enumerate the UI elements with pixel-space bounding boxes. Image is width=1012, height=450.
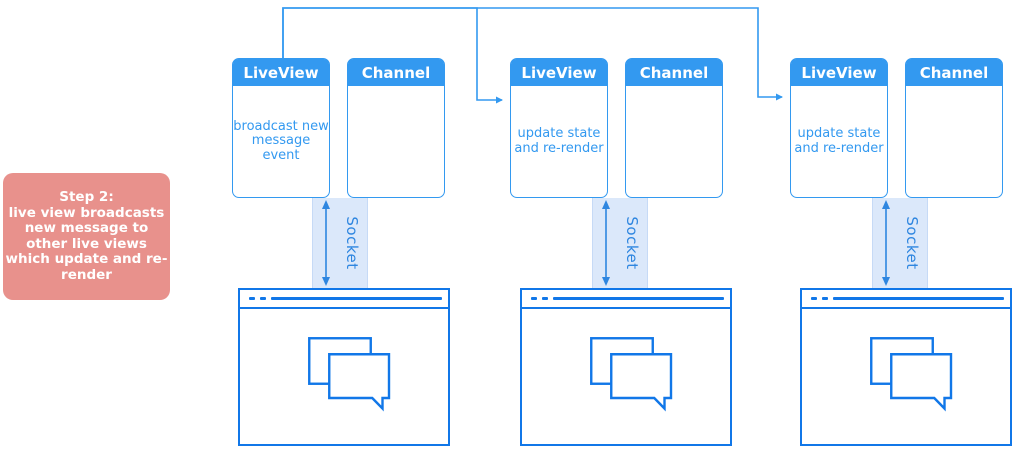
chat-bubbles-icon [590, 337, 673, 412]
socket-label: Socket [623, 216, 641, 270]
channel-box-1: Channel [347, 58, 445, 198]
channel-title: Channel [348, 59, 444, 86]
browser-toolbar [240, 290, 448, 309]
address-bar-line [271, 297, 442, 300]
socket-band-1: Socket [312, 198, 368, 288]
double-arrow-icon [882, 200, 890, 286]
liveview-note: broadcast new message event [233, 118, 329, 163]
liveview-box-1: LiveView broadcast new message event [232, 58, 330, 198]
window-control-dash [531, 297, 537, 300]
channel-box-2: Channel [625, 58, 723, 198]
socket-label: Socket [903, 216, 921, 270]
liveview-title: LiveView [791, 59, 887, 86]
browser-window-3 [800, 288, 1012, 446]
channel-title: Channel [906, 59, 1002, 86]
double-arrow-icon [602, 200, 610, 286]
chat-bubbles-icon [308, 337, 391, 412]
channel-title: Channel [626, 59, 722, 86]
liveview-note: update state and re-render [514, 126, 604, 156]
browser-window-1 [238, 288, 450, 446]
channel-body [626, 86, 722, 197]
liveview-box-2: LiveView update state and re-render [510, 58, 608, 198]
socket-band-2: Socket [592, 198, 648, 288]
window-control-dash [811, 297, 817, 300]
liveview-box-3: LiveView update state and re-render [790, 58, 888, 198]
chat-bubbles-icon [870, 337, 953, 412]
step-note: Step 2: live view broadcasts new message… [3, 173, 170, 300]
liveview-title: LiveView [511, 59, 607, 86]
browser-toolbar [802, 290, 1010, 309]
channel-body [348, 86, 444, 197]
address-bar-line [553, 297, 724, 300]
liveview-note: update state and re-render [794, 126, 884, 156]
window-control-dash [822, 297, 828, 300]
liveview-title: LiveView [233, 59, 329, 86]
double-arrow-icon [322, 200, 330, 286]
browser-toolbar [522, 290, 730, 309]
channel-body [906, 86, 1002, 197]
window-control-dash [249, 297, 255, 300]
address-bar-line [833, 297, 1004, 300]
socket-label: Socket [343, 216, 361, 270]
window-control-dash [542, 297, 548, 300]
browser-window-2 [520, 288, 732, 446]
socket-band-3: Socket [872, 198, 928, 288]
window-control-dash [260, 297, 266, 300]
channel-box-3: Channel [905, 58, 1003, 198]
